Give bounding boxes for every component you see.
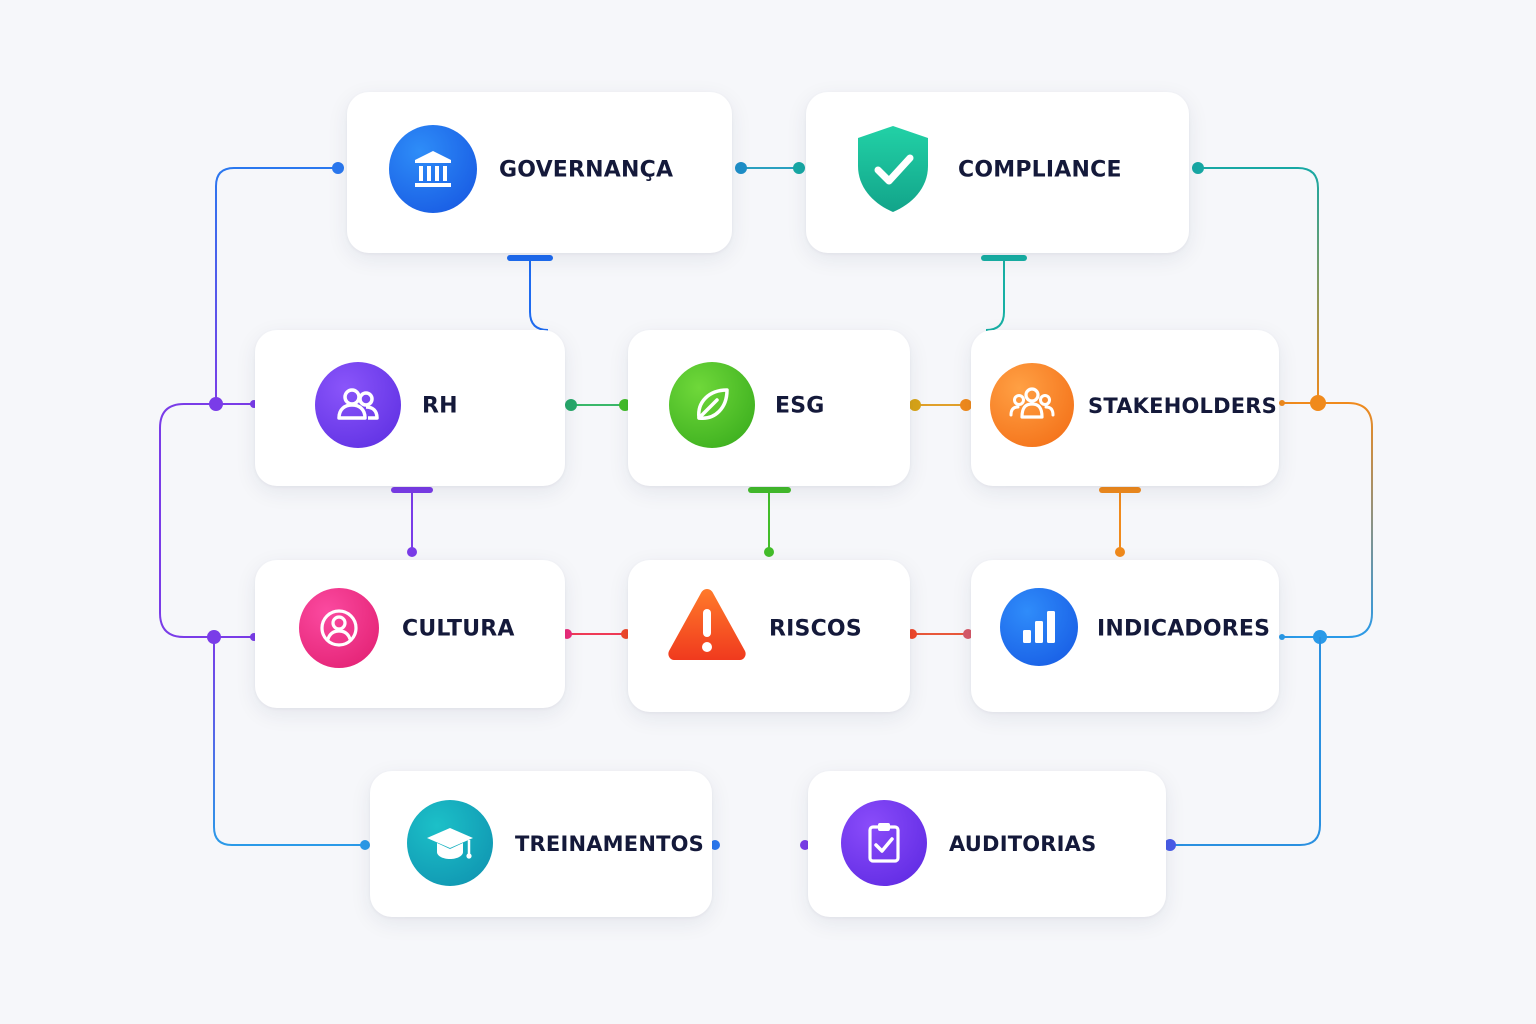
connector-dot xyxy=(565,399,577,411)
connector-dot xyxy=(764,547,774,557)
node-rh[interactable] xyxy=(255,330,565,486)
connector-governanca-rh-vertical xyxy=(529,258,549,331)
node-label: AUDITORIAS xyxy=(949,832,1097,856)
node-label: INDICADORES xyxy=(1097,616,1271,642)
node-label: CULTURA xyxy=(402,616,515,642)
connector-dot xyxy=(960,399,972,411)
graduation-cap-icon xyxy=(407,800,493,886)
node-label: TREINAMENTOS xyxy=(515,832,705,856)
connector-indicadores-auditorias xyxy=(1170,637,1321,846)
connector-dot xyxy=(1279,634,1285,640)
node-label: RISCOS xyxy=(769,616,862,642)
connector-compliance-stakeholders xyxy=(1198,167,1319,404)
connector-dot xyxy=(1192,162,1204,174)
connector-dot xyxy=(332,162,344,174)
connector-dot xyxy=(735,162,747,174)
connector-dot xyxy=(710,840,720,850)
connector-dot xyxy=(963,629,973,639)
person-circle-icon xyxy=(299,588,379,668)
connector-cultura-treinamentos xyxy=(213,637,364,846)
connector-dot xyxy=(793,162,805,174)
connector-dot xyxy=(800,840,810,850)
bank-icon xyxy=(389,125,477,213)
shield-check-icon xyxy=(852,122,934,216)
clipboard-check-icon xyxy=(841,800,927,886)
node-riscos[interactable] xyxy=(628,560,910,712)
connector-stakeholders-indicadores-loop xyxy=(1318,402,1373,638)
warning-icon xyxy=(666,585,748,663)
connector-dot xyxy=(1279,400,1285,406)
connector-dot xyxy=(407,547,417,557)
group-icon xyxy=(990,363,1074,447)
bar-chart-icon xyxy=(1000,588,1078,666)
connector-dot xyxy=(1115,547,1125,557)
connector-governanca-rh xyxy=(215,167,338,405)
node-label: ESG xyxy=(775,393,825,419)
leaf-icon xyxy=(669,362,755,448)
connector-dot xyxy=(1164,839,1176,851)
connector-compliance-stakeholders-vertical xyxy=(985,258,1005,331)
connector-dot xyxy=(909,399,921,411)
node-label: GOVERNANÇA xyxy=(499,157,674,183)
users-icon xyxy=(315,362,401,448)
node-label: COMPLIANCE xyxy=(958,157,1122,183)
node-label: RH xyxy=(422,393,458,419)
connector-dot xyxy=(360,840,370,850)
connector-rh-cultura-loop xyxy=(159,403,216,638)
node-label: STAKEHOLDERS xyxy=(1088,394,1277,418)
